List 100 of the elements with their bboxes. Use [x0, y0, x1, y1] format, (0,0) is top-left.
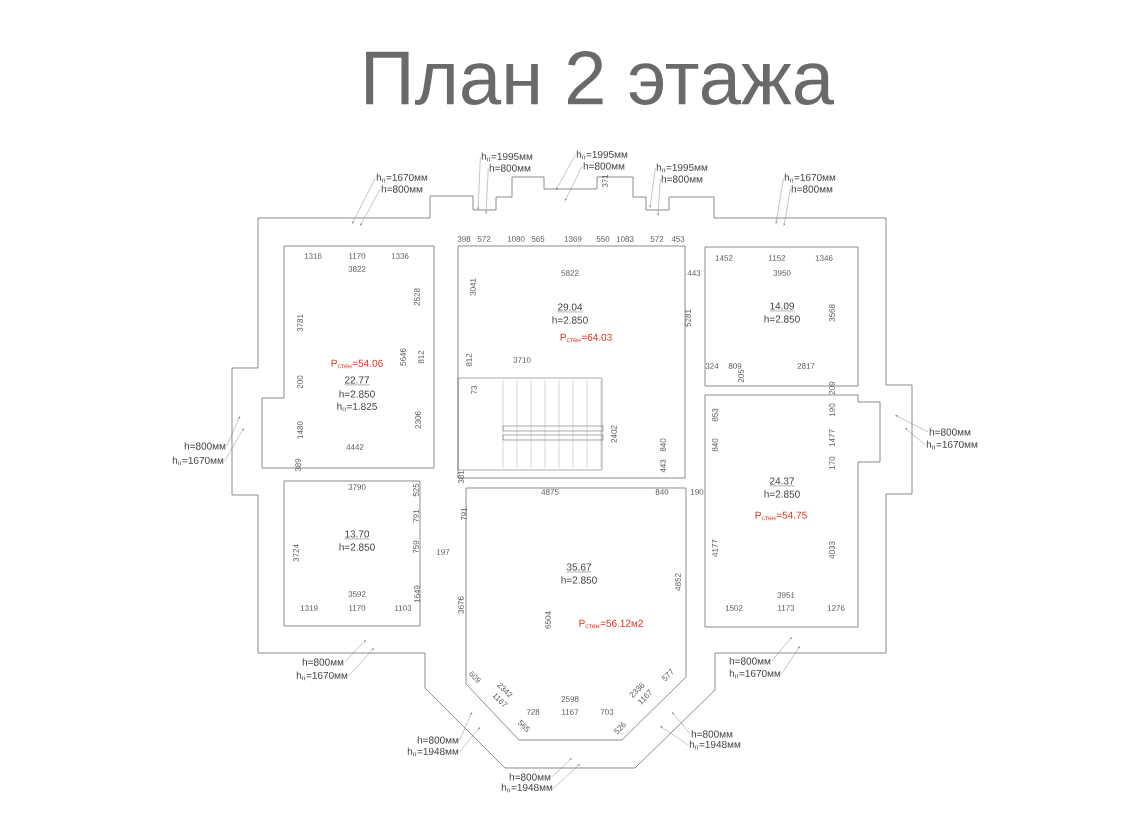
dimension-label: 4033 — [829, 541, 835, 559]
window-note: h=800мм h$_{п}$=1670мм — [172, 442, 226, 466]
leader-line — [459, 727, 480, 753]
leader-line — [781, 646, 800, 675]
dimension-label: 1316 — [304, 253, 322, 259]
dimension-label: 2528 — [414, 288, 420, 306]
dimension-label: 170 — [829, 456, 835, 470]
leader-line — [771, 637, 792, 662]
dimension-label: 2306 — [415, 411, 421, 429]
dimension-label: 1649 — [414, 585, 420, 603]
dimension-label: 3592 — [348, 591, 366, 597]
dimension-label: 2817 — [797, 363, 815, 369]
dimension-label: 853 — [712, 408, 718, 422]
dimension-label: 197 — [436, 549, 450, 555]
dimension-label: 4852 — [675, 573, 681, 591]
leader-line — [485, 167, 489, 214]
leader-line — [224, 428, 244, 462]
dimension-label: 1170 — [349, 605, 366, 611]
leader-line — [649, 167, 656, 208]
dimension-label: 6504 — [545, 611, 551, 629]
dimension-label: 728 — [526, 709, 540, 715]
dimension-label: 1103 — [395, 605, 412, 611]
dimension-label: 609 — [469, 671, 481, 683]
leader-line — [344, 640, 366, 663]
dimension-label: 1336 — [391, 253, 409, 259]
dimension-label: 812 — [418, 350, 424, 364]
window-note: h=800мм h$_{п}$=1670мм — [729, 657, 781, 679]
dimension-label: 703 — [600, 709, 614, 715]
title: План 2 этажа — [366, 51, 835, 105]
dimension-label: 200 — [297, 375, 303, 389]
dimension-label: 4177 — [712, 539, 718, 557]
dimension-label: 371 — [602, 174, 608, 188]
dimension-label: 812 — [466, 353, 472, 367]
dimension-label: 1502 — [725, 605, 743, 611]
window-note: h=800мм h$_{п}$=1670мм — [926, 428, 978, 450]
leader-line — [672, 712, 691, 735]
leader-line — [556, 154, 576, 190]
leader-line — [348, 648, 374, 677]
leader-line — [553, 764, 580, 789]
dimension-label: 759 — [413, 540, 419, 554]
dimension-label: 389 — [295, 458, 301, 472]
dimension-label: 3950 — [773, 270, 791, 276]
dimension-label: 1480 — [297, 421, 303, 439]
dimension-label: 840 — [655, 489, 669, 495]
leader-line — [360, 188, 381, 226]
dimension-label: 398 — [457, 236, 471, 242]
dimension-label: 1452 — [715, 255, 733, 261]
dimension-label: 3724 — [293, 544, 299, 562]
dimension-label: 453 — [671, 236, 685, 242]
dimension-label: 1167 — [562, 709, 579, 715]
dimension-label: 205 — [738, 369, 744, 383]
dimension-label: 209 — [829, 381, 835, 395]
dimension-label: 443 — [687, 270, 701, 276]
dimension-label: 190 — [690, 489, 704, 495]
window-note: h$_{п}$=1670мм h=800мм — [784, 173, 836, 193]
window-note: h$_{п}$=1995мм h=800мм — [576, 150, 628, 170]
dimension-label: 3822 — [348, 266, 366, 272]
dimension-label: 324 — [705, 363, 719, 369]
dimension-label: 1152 — [769, 255, 786, 261]
leader-line — [783, 188, 791, 226]
dimension-label: 565 — [518, 719, 531, 732]
leader-line — [775, 177, 784, 224]
dimension-label: 4442 — [346, 444, 364, 450]
window-note: h=800мм h$_{п}$=1948мм — [501, 773, 553, 793]
dimension-label: 2402 — [611, 425, 617, 443]
dimension-label: 3781 — [297, 314, 303, 332]
leader-line — [459, 712, 472, 741]
dimension-label: 73 — [471, 385, 477, 395]
leader-line — [565, 165, 583, 201]
window-note: h$_{п}$=1995мм h=800мм — [481, 152, 533, 172]
leader-line — [660, 726, 689, 746]
dimension-label: 525 — [413, 483, 419, 497]
dimension-label: 5646 — [400, 348, 406, 366]
dimension-label: 791 — [413, 509, 419, 523]
leader-line — [352, 177, 376, 224]
dimension-label: 190 — [829, 403, 835, 417]
dimension-label: 443 — [660, 459, 666, 473]
dimension-label: 840 — [660, 438, 666, 452]
dimension-label: 2598 — [561, 696, 579, 702]
dimension-label: 1276 — [827, 605, 845, 611]
leader-line — [226, 416, 240, 447]
leader-line — [905, 428, 926, 446]
dimension-label: 3790 — [348, 484, 366, 490]
dimension-label: 1173 — [778, 605, 795, 611]
dimension-label: 1319 — [300, 605, 318, 611]
dimension-label: 5822 — [561, 270, 579, 276]
window-note: h$_{п}$=1995мм h=800мм — [656, 163, 708, 183]
dimension-label: 1170 — [349, 253, 366, 259]
leader-line — [657, 178, 661, 216]
dimension-label: 791 — [461, 507, 467, 521]
window-note: h=800мм h$_{п}$=1948мм — [689, 730, 741, 750]
dimension-label: 381 — [458, 470, 464, 484]
leader-line — [477, 156, 481, 210]
window-note: h=800мм h$_{п}$=1670мм — [296, 658, 348, 681]
dimension-label: 3568 — [829, 304, 835, 322]
dimension-label: 5281 — [685, 309, 691, 327]
leader-line — [895, 415, 929, 433]
dimension-label: 4875 — [541, 489, 559, 495]
dimension-label: 3710 — [513, 357, 531, 363]
window-note: h$_{п}$=1670мм h=800мм — [376, 173, 428, 193]
